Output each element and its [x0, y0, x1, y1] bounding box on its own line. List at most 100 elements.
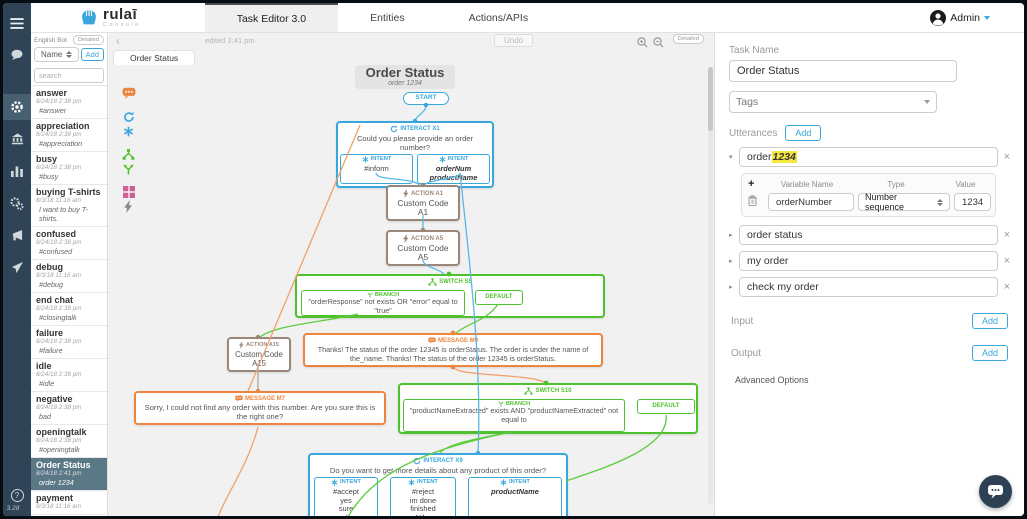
- sort-select[interactable]: Name: [34, 47, 79, 62]
- node-interact-x1[interactable]: INTERACT X1 Could you please provide an …: [336, 121, 494, 188]
- analytics-icon[interactable]: [3, 158, 31, 184]
- collapse-caret-icon[interactable]: ▾: [729, 154, 733, 161]
- tab-actions-apis[interactable]: Actions/APIs: [468, 11, 529, 24]
- undo-button[interactable]: Undo: [494, 34, 534, 47]
- task-list-item[interactable]: confused 8/24/18 2:38 pm #confused: [31, 227, 107, 260]
- utterance-input[interactable]: my order: [739, 251, 998, 271]
- utterance-input[interactable]: order 1234: [739, 147, 998, 167]
- task-list-item[interactable]: Order Status 8/24/18 2:41 pm order 1234: [31, 458, 107, 491]
- task-list-item[interactable]: failure 8/24/18 2:38 pm #failure: [31, 326, 107, 359]
- node-message-m9[interactable]: MESSAGE M9 Thanks! The status of the ord…: [303, 333, 603, 367]
- user-menu[interactable]: Admin: [930, 3, 990, 32]
- palette-interact-icon[interactable]: [121, 109, 136, 124]
- variable-value-input[interactable]: 1234: [954, 193, 992, 211]
- remove-utterance-button[interactable]: ×: [1003, 229, 1010, 241]
- automation-icon[interactable]: [3, 190, 31, 216]
- task-item-sample: #closingtalk: [39, 313, 77, 322]
- task-name-input[interactable]: Order Status: [729, 60, 957, 82]
- intent-cell-inform[interactable]: INTENT #inform: [340, 154, 413, 184]
- message-icon: [428, 337, 436, 344]
- variable-type-select[interactable]: Number sequence: [858, 192, 950, 212]
- help-button[interactable]: ?: [10, 489, 24, 502]
- zoom-out-icon[interactable]: [653, 35, 664, 53]
- canvas-scrollbar[interactable]: [708, 67, 713, 505]
- conversations-icon[interactable]: [3, 42, 31, 68]
- brand-logo[interactable]: rulaī Console: [79, 3, 141, 32]
- intent-cell-accept[interactable]: INTENT #accept yes sure yes please: [314, 477, 378, 516]
- task-list-item[interactable]: payment 8/3/18 11:16 am: [31, 491, 107, 515]
- bank-icon[interactable]: [3, 126, 31, 152]
- task-item-date: 8/24/18 2:38 pm: [36, 98, 82, 105]
- variable-name-input[interactable]: orderNumber: [768, 193, 854, 211]
- intent-cell-ordernum[interactable]: INTENT orderNum productName: [417, 154, 490, 184]
- add-input-button[interactable]: Add: [971, 313, 1008, 329]
- tags-select[interactable]: Tags: [729, 91, 937, 113]
- node-action-a1[interactable]: ACTION A1 Custom Code A1: [386, 185, 460, 221]
- detailed-toggle[interactable]: Detailed: [72, 35, 104, 45]
- delete-variable-icon[interactable]: [748, 193, 764, 211]
- intent-cell-productname[interactable]: INTENT productName: [468, 477, 562, 516]
- add-variable-button[interactable]: +: [748, 178, 755, 190]
- task-list-item[interactable]: negative 8/24/18 2:38 pm bad: [31, 392, 107, 425]
- remove-utterance-button[interactable]: ×: [1003, 281, 1010, 293]
- default-box[interactable]: DEFAULT: [475, 290, 523, 305]
- expand-caret-icon[interactable]: ▸: [729, 284, 733, 291]
- utterance-input[interactable]: check my order: [739, 277, 998, 297]
- task-list-item[interactable]: busy 8/24/18 2:38 pm #busy: [31, 152, 107, 185]
- settings-icon[interactable]: [3, 94, 31, 120]
- task-item-sample: #confused: [39, 247, 73, 256]
- node-action-a15[interactable]: ACTION A15 Custom Code A15: [227, 337, 291, 372]
- branch-box[interactable]: BRANCH "productNameExtracted" exists AND…: [403, 399, 625, 432]
- default-box[interactable]: DEFAULT: [637, 399, 695, 414]
- palette-action-icon[interactable]: [121, 199, 136, 214]
- remove-utterance-button[interactable]: ×: [1003, 255, 1010, 267]
- task-list-item[interactable]: idle 8/24/18 2:38 pm #idle: [31, 359, 107, 392]
- add-task-button[interactable]: Add: [80, 48, 104, 61]
- tab-task-editor[interactable]: Task Editor 3.0: [204, 3, 339, 32]
- flow-canvas[interactable]: Order Status order 1234 START INTERACT X…: [108, 65, 714, 516]
- branch-box[interactable]: BRANCH "orderResponse" not exists OR "er…: [301, 290, 465, 316]
- task-list-item[interactable]: positive 8/24/18 2:38 pm nice: [31, 515, 107, 516]
- node-message-m7[interactable]: MESSAGE M7 Sorry, I could not find any o…: [134, 391, 386, 425]
- utterance-input[interactable]: order status: [739, 225, 998, 245]
- node-action-a5[interactable]: ACTION A5 Custom Code A5: [386, 230, 460, 266]
- palette-cards-icon[interactable]: [121, 184, 136, 199]
- rulai-logo-icon: [82, 10, 96, 25]
- add-output-button[interactable]: Add: [971, 345, 1008, 361]
- back-chevron-icon[interactable]: ‹: [116, 34, 120, 48]
- task-list-item[interactable]: end chat 8/24/18 2:38 pm #closingtalk: [31, 293, 107, 326]
- task-list-item[interactable]: buying T-shirts 8/3/18 11:16 am I want t…: [31, 185, 107, 227]
- search-input[interactable]: [34, 68, 104, 83]
- expand-caret-icon[interactable]: ▸: [729, 232, 733, 239]
- menu-icon[interactable]: [3, 10, 31, 36]
- task-item-date: 8/3/18 11:16 am: [36, 503, 82, 510]
- palette-intent-icon[interactable]: [121, 124, 136, 139]
- deploy-icon[interactable]: [3, 254, 31, 280]
- palette-branch-icon[interactable]: [121, 162, 136, 177]
- zoom-in-icon[interactable]: [637, 35, 648, 53]
- editor-tab-order-status[interactable]: Order Status: [113, 50, 196, 65]
- column-value: Value: [955, 179, 976, 189]
- add-utterance-button[interactable]: Add: [785, 125, 822, 141]
- task-list-item[interactable]: openingtalk 8/24/18 2:38 pm #openingtalk: [31, 425, 107, 458]
- task-list-item[interactable]: appreciation 8/24/18 2:38 pm #appreciati…: [31, 119, 107, 152]
- node-start[interactable]: START: [403, 92, 449, 105]
- node-interact-x9[interactable]: INTERACT X9 Do you want to get more deta…: [308, 453, 568, 516]
- palette-message-icon[interactable]: [121, 85, 136, 100]
- node-switch-s5[interactable]: SWITCH S5 BRANCH "orderResponse" not exi…: [295, 274, 605, 318]
- task-item-date: 8/24/18 2:38 pm: [36, 437, 82, 444]
- task-list-item[interactable]: answer 8/24/18 2:38 pm #answer: [31, 86, 107, 119]
- expand-caret-icon[interactable]: ▸: [729, 258, 733, 265]
- tab-entities[interactable]: Entities: [370, 11, 405, 24]
- task-list-item[interactable]: debug 8/3/18 11:16 am #debug: [31, 260, 107, 293]
- announce-icon[interactable]: [3, 222, 31, 248]
- task-item-name: answer: [36, 88, 68, 98]
- remove-utterance-button[interactable]: ×: [1003, 151, 1010, 163]
- chat-fab[interactable]: [979, 475, 1012, 508]
- palette-switch-icon[interactable]: [121, 147, 136, 162]
- intent-cell-reject[interactable]: INTENT #reject im done finished Nike: [390, 477, 456, 516]
- node-switch-s10[interactable]: SWITCH S10 BRANCH "productNameExtracted"…: [398, 383, 698, 434]
- nav-rail: ? 3.28: [3, 3, 31, 516]
- advanced-options-link[interactable]: Advanced Options: [735, 375, 809, 385]
- canvas-detailed-toggle[interactable]: Detailed: [672, 34, 704, 44]
